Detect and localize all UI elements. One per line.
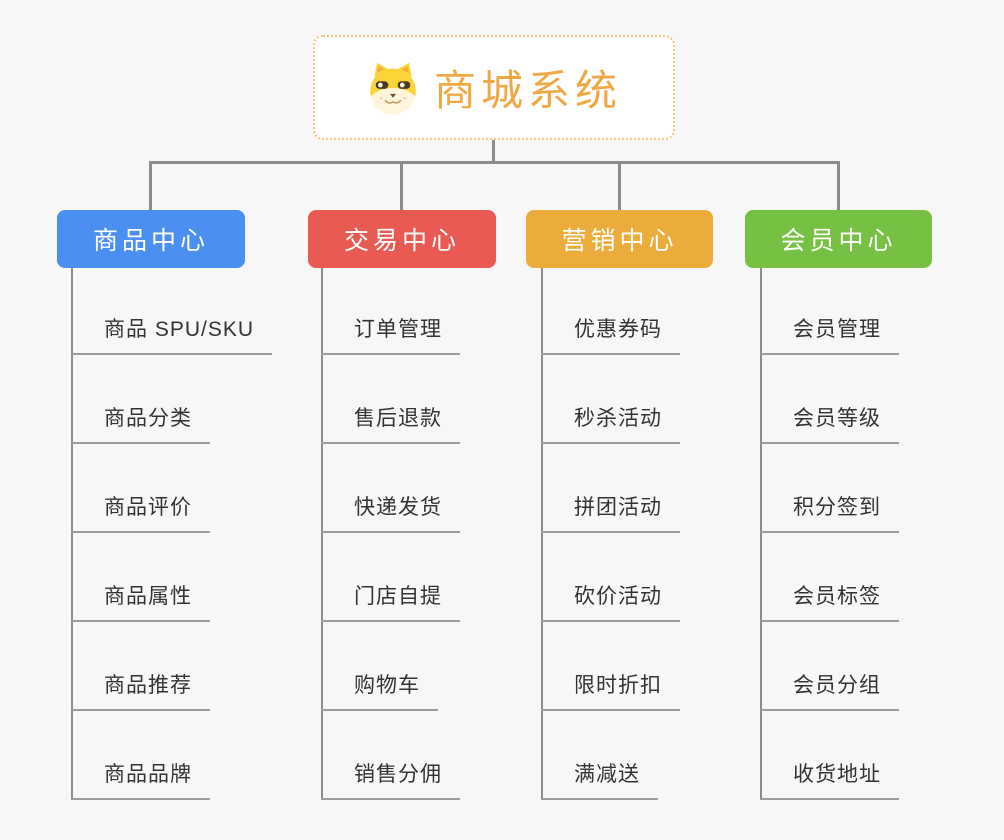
connector-trunk bbox=[760, 268, 762, 800]
connector-drop bbox=[618, 161, 621, 210]
connector-trunk bbox=[71, 268, 73, 800]
child-node[interactable]: 商品评价 bbox=[71, 493, 210, 533]
child-node[interactable]: 购物车 bbox=[321, 671, 438, 711]
child-node[interactable]: 会员标签 bbox=[760, 582, 899, 622]
root-node[interactable]: 商城系统 bbox=[313, 35, 675, 140]
child-node[interactable]: 商品分类 bbox=[71, 404, 210, 444]
child-node[interactable]: 门店自提 bbox=[321, 582, 460, 622]
connector-drop bbox=[149, 161, 152, 210]
branch-label: 商品中心 bbox=[92, 227, 209, 255]
child-node[interactable]: 限时折扣 bbox=[541, 671, 680, 711]
branch-node-member-center[interactable]: 会员中心 bbox=[745, 210, 932, 268]
branch-node-product-center[interactable]: 商品中心 bbox=[57, 210, 245, 268]
child-node[interactable]: 售后退款 bbox=[321, 404, 460, 444]
child-node[interactable]: 商品属性 bbox=[71, 582, 210, 622]
branch-label: 营销中心 bbox=[561, 227, 678, 255]
child-node[interactable]: 会员管理 bbox=[760, 315, 899, 355]
child-node[interactable]: 会员分组 bbox=[760, 671, 899, 711]
child-node[interactable]: 拼团活动 bbox=[541, 493, 680, 533]
child-node[interactable]: 会员等级 bbox=[760, 404, 899, 444]
child-node[interactable]: 满减送 bbox=[541, 760, 658, 800]
child-node[interactable]: 积分签到 bbox=[760, 493, 899, 533]
child-node[interactable]: 商品 SPU/SKU bbox=[71, 315, 273, 355]
child-node[interactable]: 商品品牌 bbox=[71, 760, 210, 800]
connector-trunk bbox=[541, 268, 543, 800]
branch-label: 会员中心 bbox=[780, 227, 897, 255]
connector-trunk bbox=[321, 268, 323, 800]
root-title: 商城系统 bbox=[433, 67, 622, 114]
connector-drop bbox=[400, 161, 403, 210]
child-node[interactable]: 订单管理 bbox=[321, 315, 460, 355]
branch-label: 交易中心 bbox=[343, 227, 460, 255]
branch-node-trade-center[interactable]: 交易中心 bbox=[308, 210, 496, 268]
child-node[interactable]: 收货地址 bbox=[760, 760, 899, 800]
child-node[interactable]: 销售分佣 bbox=[321, 760, 460, 800]
connector-horizontal bbox=[149, 161, 840, 164]
dog-face-icon bbox=[366, 61, 420, 115]
child-node[interactable]: 商品推荐 bbox=[71, 671, 210, 711]
child-node[interactable]: 快递发货 bbox=[321, 493, 460, 533]
child-node[interactable]: 砍价活动 bbox=[541, 582, 680, 622]
connector-root-drop bbox=[492, 139, 495, 164]
child-node[interactable]: 优惠券码 bbox=[541, 315, 680, 355]
branch-node-marketing-center[interactable]: 营销中心 bbox=[526, 210, 713, 268]
connector-drop bbox=[837, 161, 840, 210]
child-node[interactable]: 秒杀活动 bbox=[541, 404, 680, 444]
